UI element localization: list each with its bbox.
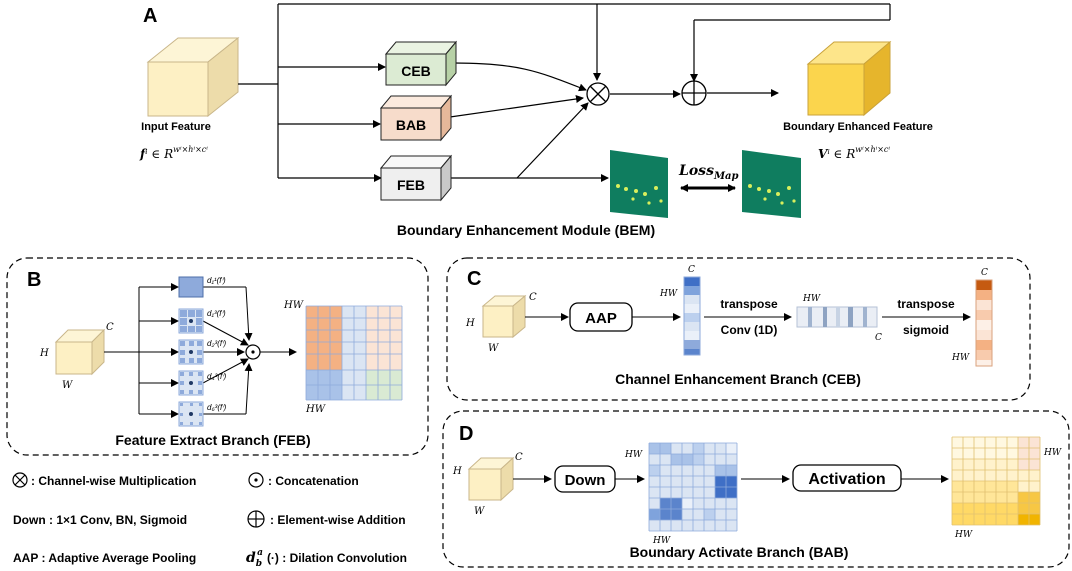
panel-a-caption: Boundary Enhancement Module (BEM)	[397, 222, 655, 238]
bab-label: BAB	[396, 117, 426, 133]
bab-c-label: C	[515, 452, 523, 463]
legend-aap: AAP : Adaptive Average Pooling	[13, 551, 196, 565]
legend-add-icon	[247, 510, 265, 528]
output-feature-cube	[806, 40, 892, 117]
ceb-w-label: W	[488, 343, 499, 354]
ceb-conv-1d: Conv (1D)	[721, 323, 778, 337]
feb-hw-top: HW	[283, 300, 304, 311]
ceb-input-cube	[481, 294, 527, 339]
aap-label: AAP	[585, 310, 617, 327]
ceb-hw-right: HW	[951, 353, 970, 363]
ceb-h-label: H	[465, 318, 475, 329]
output-formula: Vⁱ ∈ Rwⁱ×hⁱ×cⁱ	[818, 145, 890, 161]
feb-hw-bottom: HW	[305, 404, 326, 415]
panel-a-connectors	[238, 3, 891, 182]
bab-input-cube	[467, 456, 515, 502]
bab-hw-right-bottom: HW	[954, 530, 973, 540]
ceb-c-label: C	[529, 292, 537, 303]
concat-operator-icon	[245, 344, 261, 360]
feb-box: FEB	[379, 154, 453, 202]
panel-b-frame	[6, 257, 429, 456]
d4-label: d₄³(fⁱ)	[207, 372, 227, 381]
feb-output-grid	[305, 305, 403, 401]
bab-activated-grid	[951, 436, 1041, 526]
ceb-transpose-1: transpose	[720, 297, 778, 311]
ceb-hw-mid: HW	[802, 294, 821, 304]
dilation-labels: d₁¹(fⁱ) d₁³(fⁱ) d₂³(fⁱ) d₄³(fⁱ) d₆³(fⁱ)	[207, 276, 227, 412]
output-feature-label: Boundary Enhanced Feature	[783, 121, 933, 133]
panel-b: B H W C	[6, 257, 429, 456]
panel-c-frame	[446, 257, 1031, 401]
panel-d-caption: Boundary Activate Branch (BAB)	[630, 544, 849, 560]
feb-w-label: W	[62, 380, 73, 391]
ceb-c-top: C	[688, 265, 695, 275]
ceb-hw-left: HW	[659, 289, 678, 299]
feb-label: FEB	[397, 177, 425, 193]
boundary-map-right	[742, 150, 801, 218]
d5-label: d₆³(fⁱ)	[207, 403, 227, 412]
panel-d-letter: D	[459, 423, 473, 445]
feb-connectors	[104, 283, 297, 418]
d3-label: d₂³(fⁱ)	[207, 339, 226, 348]
ceb-transpose-2: transpose	[897, 297, 955, 311]
ceb-sigmoid: sigmoid	[903, 323, 949, 337]
panel-d: D H W C Down	[442, 410, 1070, 568]
bab-h-label: H	[452, 466, 462, 477]
input-feature-label: Input Feature	[141, 121, 211, 133]
d2-label: d₁³(fⁱ)	[207, 309, 226, 318]
legend-concat-icon	[248, 472, 264, 488]
kernel-3x3-d4	[178, 370, 204, 396]
legend-down: Down : 1×1 Conv, BN, Sigmoid	[13, 513, 187, 527]
input-formula: fⁱ ∈ Rwⁱ×hⁱ×cⁱ	[139, 145, 208, 161]
ceb-c-right: C	[981, 268, 988, 278]
activation-box	[792, 464, 902, 492]
ceb-label: CEB	[401, 63, 431, 79]
bab-hw-right-top: HW	[1043, 448, 1062, 458]
legend-mult: : Channel-wise Multiplication	[31, 474, 196, 488]
bab-hw-left-top: HW	[624, 450, 643, 460]
kernel-3x3-d2	[178, 339, 204, 365]
kernel-3x3-d6	[178, 401, 204, 427]
multiply-operator-icon	[586, 82, 610, 106]
feb-input-cube	[54, 328, 106, 376]
ceb-row-vector	[796, 306, 878, 328]
ceb-channel-vector	[683, 276, 701, 356]
boundary-map-left	[610, 150, 668, 218]
add-operator-icon	[681, 80, 707, 106]
legend: : Channel-wise Multiplication : Concaten…	[12, 472, 407, 569]
panel-c: C H W C AAP C HW transpose Conv (	[446, 257, 1031, 401]
bab-box: BAB	[379, 94, 453, 142]
panel-a: A Input Feature fⁱ ∈ Rwⁱ×hⁱ×cⁱ	[139, 3, 933, 238]
loss-map-label: LossMap	[678, 163, 739, 182]
bab-w-label: W	[474, 506, 485, 517]
feb-h-label: H	[39, 348, 49, 359]
kernel-1x1	[178, 276, 204, 298]
activation-label: Activation	[808, 471, 885, 488]
ceb-output-vector	[975, 279, 993, 367]
down-label: Down	[565, 472, 606, 489]
panel-d-frame	[442, 410, 1070, 568]
input-feature-cube	[146, 36, 240, 118]
legend-multiply-icon	[12, 472, 28, 488]
ceb-box: CEB	[384, 40, 458, 87]
panel-b-caption: Feature Extract Branch (FEB)	[115, 432, 310, 448]
panel-c-letter: C	[467, 268, 481, 290]
panel-a-letter: A	[143, 5, 157, 27]
d1-label: d₁¹(fⁱ)	[207, 276, 226, 285]
panel-b-letter: B	[27, 269, 41, 291]
legend-dilation: dba(·) : Dilation Convolution	[246, 548, 407, 569]
panel-c-caption: Channel Enhancement Branch (CEB)	[615, 371, 861, 387]
bab-hw-left-bottom: HW	[652, 536, 671, 546]
legend-add: : Element-wise Addition	[270, 513, 406, 527]
bab-attention-grid	[648, 442, 738, 532]
kernel-3x3-d1	[178, 308, 204, 334]
ceb-c-mid: C	[875, 333, 882, 343]
feb-c-label: C	[106, 322, 114, 333]
legend-concat: : Concatenation	[268, 474, 359, 488]
